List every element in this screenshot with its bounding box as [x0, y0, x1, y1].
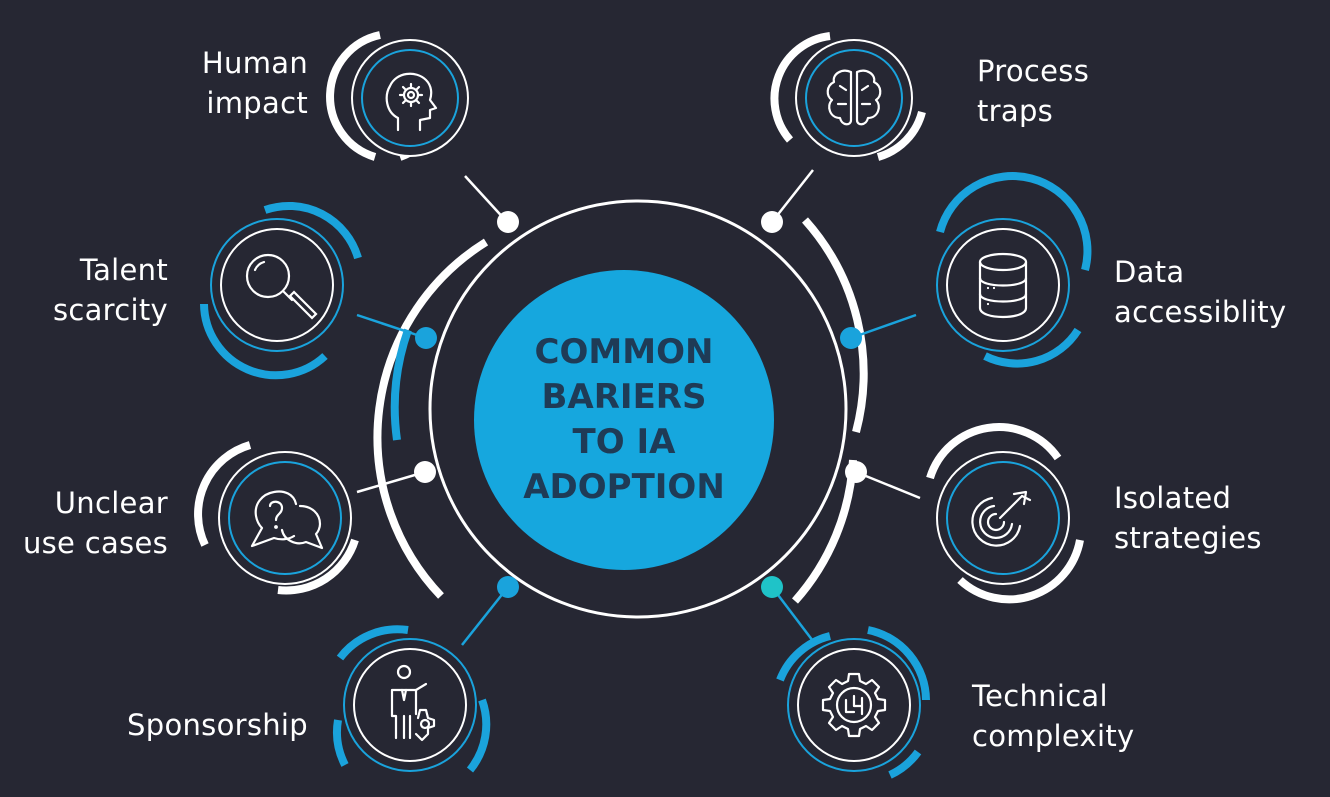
center-title-line-1: COMMON: [534, 332, 714, 372]
center-disk: [474, 270, 774, 570]
connector-process-traps: [771, 169, 814, 223]
dot-technical-complexity: [761, 576, 783, 598]
node-talent-scarcity: [200, 202, 362, 380]
label-technical-complexity-line-2: complexity: [972, 719, 1135, 753]
label-talent-scarcity-line-1: Talent: [79, 253, 168, 287]
label-sponsorship: Sponsorship: [127, 705, 308, 745]
center-title: COMMON BARIERS TO IA ADOPTION: [474, 270, 774, 570]
head-gear-icon: [385, 72, 438, 132]
label-sponsorship-line-1: Sponsorship: [127, 708, 308, 742]
connector-technical-complexity: [771, 586, 817, 646]
label-isolated-strategies-line-2: strategies: [1114, 521, 1262, 555]
center-outer-arc-right: [802, 217, 868, 434]
node-human-impact: [326, 31, 469, 161]
label-human-impact-line-1: Human: [201, 46, 308, 80]
node-sponsorship: [333, 625, 491, 773]
dot-isolated-strategies: [845, 461, 867, 483]
label-isolated-strategies: Isolated strategies: [1114, 478, 1262, 558]
center-title-line-2: BARIERS: [541, 377, 707, 417]
label-process-traps: Process traps: [977, 51, 1089, 131]
node-isolated-strategies: [926, 423, 1084, 604]
center-outer-arc-right-lower: [792, 459, 857, 604]
node-unclear-use-cases: [194, 441, 359, 595]
target-arrow-icon: [971, 490, 1032, 547]
label-technical-complexity-line-1: Technical: [972, 679, 1108, 713]
center-outer-arc-left: [373, 238, 489, 599]
question-chat-icon: [250, 490, 324, 550]
connector-unclear-use-cases: [356, 470, 426, 494]
label-human-impact: Human impact: [202, 43, 308, 123]
magnifier-icon: [245, 253, 318, 320]
node-data-accessibility: [936, 172, 1092, 368]
brain-icon: [826, 69, 882, 126]
label-isolated-strategies-line-1: Isolated: [1114, 481, 1232, 515]
dot-unclear-use-cases: [414, 461, 436, 483]
dot-sponsorship: [497, 576, 519, 598]
dot-process-traps: [761, 211, 783, 233]
dot-human-impact: [497, 211, 519, 233]
label-process-traps-line-1: Process: [977, 54, 1090, 88]
connector-data-accessibility: [850, 313, 917, 340]
dot-talent-scarcity: [415, 327, 437, 349]
label-unclear-use-cases: Unclear use cases: [23, 483, 168, 563]
label-technical-complexity: Technical complexity: [972, 676, 1135, 756]
connector-talent-scarcity: [356, 313, 427, 340]
circuit-gear-icon: [821, 672, 887, 738]
center-title-line-4: ADOPTION: [523, 467, 725, 507]
businessman-gear-icon: [390, 664, 436, 742]
dot-data-accessibility: [840, 327, 862, 349]
center-outer-arc-left-blue: [390, 328, 412, 441]
label-human-impact-line-2: impact: [206, 86, 308, 120]
label-talent-scarcity: Talent scarcity: [53, 250, 168, 330]
label-data-accessibility-line-2: accessiblity: [1114, 295, 1287, 329]
label-data-accessibility-line-1: Data: [1114, 255, 1185, 289]
node-technical-complexity: [776, 626, 930, 779]
label-process-traps-line-2: traps: [977, 94, 1054, 128]
connector-sponsorship: [461, 586, 509, 646]
node-process-traps: [770, 32, 926, 161]
label-talent-scarcity-line-2: scarcity: [52, 293, 168, 327]
label-unclear-use-cases-line-2: use cases: [22, 526, 168, 560]
connector-isolated-strategies: [855, 470, 921, 500]
center-inner-ring: [428, 199, 848, 619]
label-unclear-use-cases-line-1: Unclear: [54, 486, 168, 520]
database-icon: [978, 252, 1028, 318]
label-data-accessibility: Data accessiblity: [1114, 252, 1286, 332]
center-title-line-3: TO IA: [572, 422, 676, 462]
